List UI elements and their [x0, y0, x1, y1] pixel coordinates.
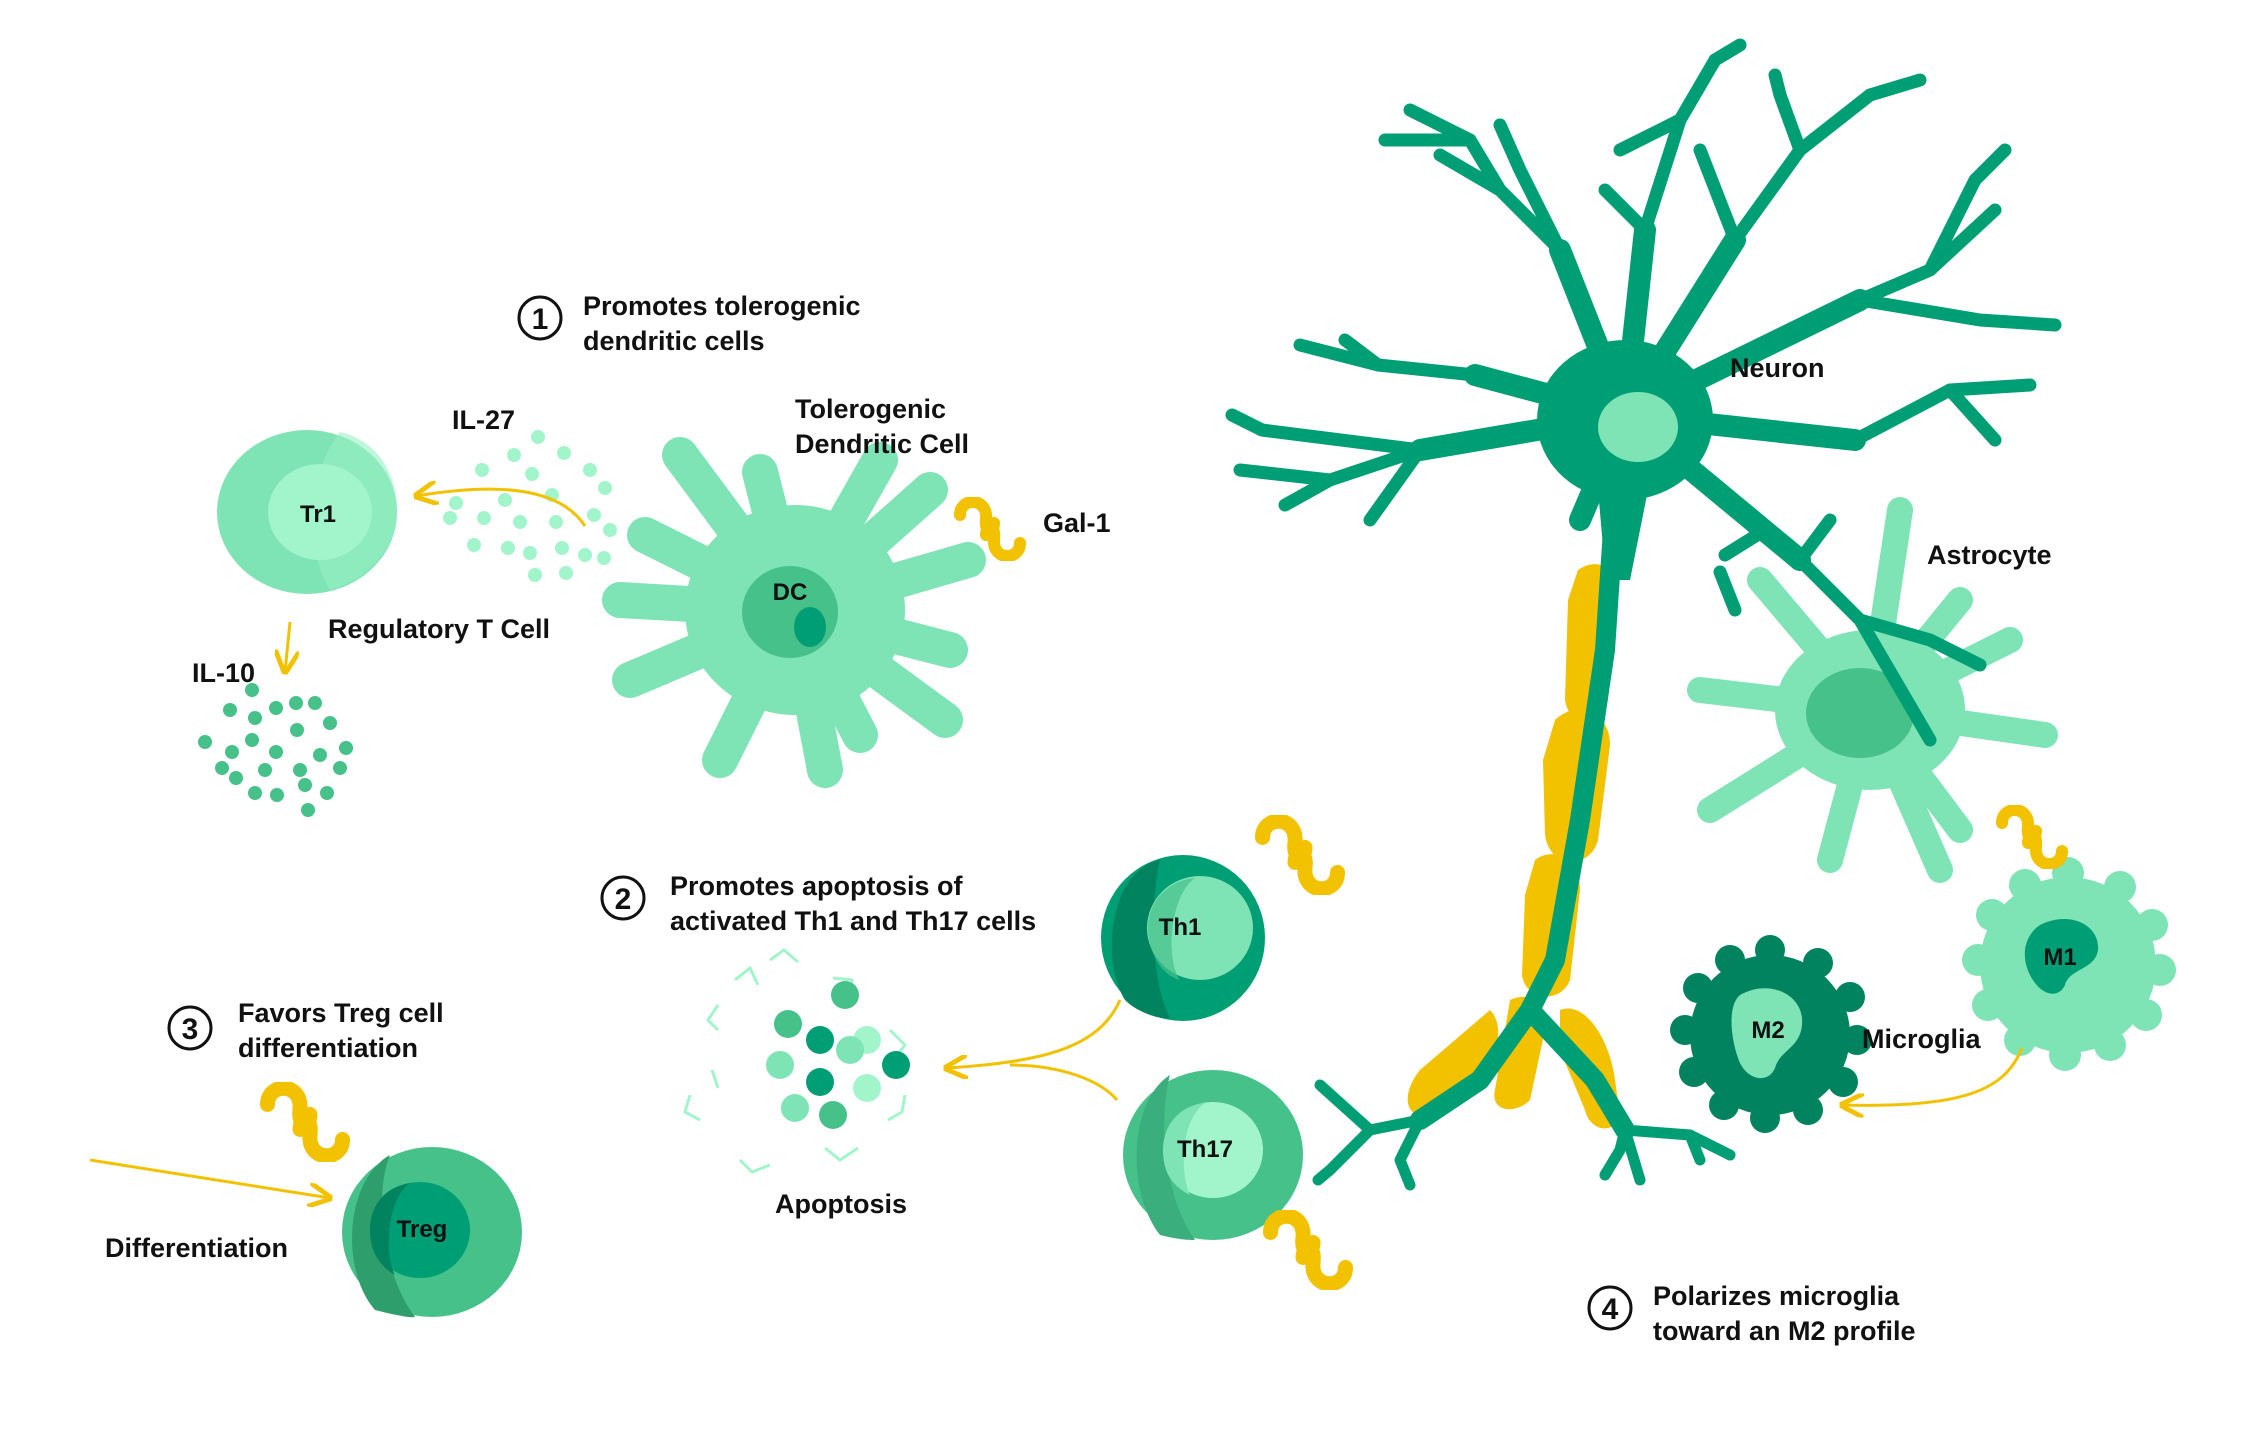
- il27-arrow-icon: [416, 489, 587, 527]
- th1-apoptosis-arrow-icon: [946, 999, 1122, 1068]
- step-4-title-line2: toward an M2 profile: [1653, 1316, 1916, 1346]
- step-3-badge: 3: [167, 1005, 213, 1051]
- step-2-badge: 2: [600, 875, 646, 921]
- step-1-badge: 1: [517, 295, 563, 341]
- apoptotic-cell: [683, 948, 910, 1174]
- axon-hillock: [1598, 490, 1648, 580]
- galectin-1-icon-th1: [1263, 821, 1338, 889]
- step-2-title-line1: Promotes apoptosis of: [670, 871, 964, 901]
- galectin-1-icon-m1: [2002, 810, 2062, 864]
- galectin-1-icon-th17: [1271, 1216, 1346, 1284]
- step-3-title-line1: Favors Treg cell: [238, 998, 444, 1028]
- m1-label: M1: [2043, 944, 2076, 971]
- differentiation-arrow-icon: [89, 1158, 330, 1198]
- astrocyte: [1687, 497, 2058, 883]
- step-1-number: 1: [532, 303, 549, 336]
- step-2-title-line2: activated Th1 and Th17 cells: [670, 906, 1036, 936]
- th1-label: Th1: [1159, 914, 1202, 941]
- th17-cell: Th17: [1123, 1070, 1303, 1240]
- il10-arrow-icon: [285, 621, 290, 672]
- il10-dots-icon: [198, 683, 353, 817]
- neuron-nucleus: [1598, 392, 1678, 462]
- step-4-title-line1: Polarizes microglia: [1653, 1281, 1900, 1311]
- step-4-badge: 4: [1587, 1285, 1633, 1331]
- m1-to-m2-arrow-icon: [1842, 1047, 2024, 1105]
- m2-label: M2: [1751, 1017, 1784, 1044]
- dc-label: DC: [773, 579, 808, 606]
- galectin-1-icon-treg: [268, 1088, 343, 1156]
- tolerogenic-dendritic-cell: DC: [602, 437, 986, 788]
- tolerogenic-dc-label-line2: Dendritic Cell: [795, 429, 969, 459]
- regulatory-t-cell-label: Regulatory T Cell: [328, 614, 550, 644]
- step-1-title-line2: dendritic cells: [583, 326, 765, 356]
- gal1-label: Gal-1: [1043, 508, 1111, 538]
- differentiation-label: Differentiation: [105, 1233, 288, 1263]
- apoptosis-label: Apoptosis: [775, 1189, 907, 1219]
- il10-label: IL-10: [192, 658, 255, 688]
- astrocyte-label: Astrocyte: [1927, 540, 2052, 570]
- th1-cell: Th1: [1101, 855, 1265, 1021]
- step-1-title-line1: Promotes tolerogenic: [583, 291, 861, 321]
- il27-dots-icon: [443, 430, 617, 582]
- step-4-number: 4: [1602, 1293, 1619, 1326]
- th17-apoptosis-arrow-icon: [1009, 1063, 1119, 1101]
- tr1-label: Tr1: [300, 501, 336, 528]
- m2-microglia: M2: [1670, 935, 1872, 1133]
- step-2-number: 2: [615, 883, 632, 916]
- neuron-label: Neuron: [1730, 353, 1825, 383]
- treg-label: Treg: [397, 1216, 448, 1243]
- tr1-cell: Tr1: [217, 430, 397, 594]
- m1-microglia: M1: [1962, 857, 2176, 1071]
- th17-label: Th17: [1177, 1136, 1233, 1163]
- microglia-label: Microglia: [1862, 1024, 1982, 1054]
- step-3-title-line2: differentiation: [238, 1033, 418, 1063]
- il27-label: IL-27: [452, 405, 515, 435]
- tolerogenic-dc-label-line1: Tolerogenic: [795, 394, 946, 424]
- treg-cell: Treg: [342, 1147, 522, 1318]
- step-3-number: 3: [182, 1013, 199, 1046]
